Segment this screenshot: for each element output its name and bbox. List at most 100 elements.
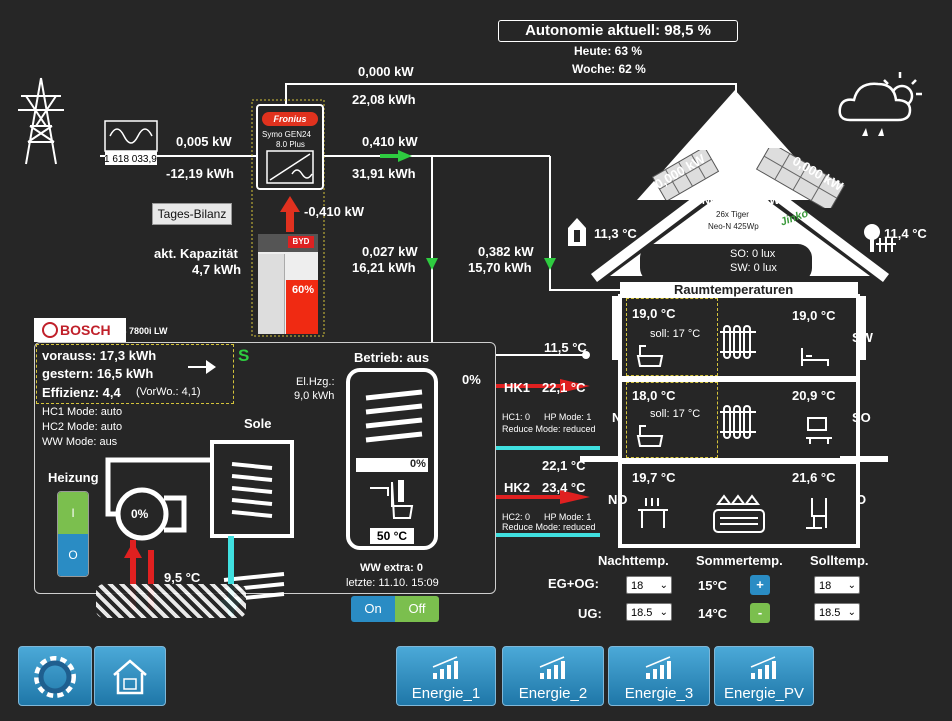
egog-soll-select[interactable]: 18⌄ <box>814 576 860 594</box>
flow-arrow-right-icon <box>398 150 412 162</box>
battery-icon: BYD 60% <box>258 234 318 334</box>
ground-rock-pattern <box>96 584 246 618</box>
summer-minus-button[interactable]: - <box>750 603 770 623</box>
rooms-title: Raumtemperaturen <box>674 282 794 297</box>
heatpump-status-letter: S <box>238 346 250 365</box>
brine-label: Sole <box>244 416 272 431</box>
heating-toggle[interactable]: I O <box>57 491 89 577</box>
ww-on-button[interactable]: On <box>351 596 395 622</box>
flow-arrow-down-icon <box>544 258 556 270</box>
bar-chart-icon <box>645 656 671 679</box>
heating-label: Heizung <box>48 470 99 485</box>
heating-toggle-on[interactable]: I <box>58 492 88 534</box>
hk2-info1: HC2: 0 <box>502 512 531 522</box>
tages-bilanz-button[interactable]: Tages-Bilanz <box>152 203 232 225</box>
ww-mode: WW Mode: aus <box>42 436 118 448</box>
energie-pv-button[interactable]: Energie_PV <box>714 646 814 706</box>
tree-fence-icon <box>864 224 896 252</box>
heatpump-stats-box <box>36 344 234 404</box>
power-tower-icon <box>18 77 64 165</box>
house-overview-button[interactable] <box>94 646 166 706</box>
ug-label: UG: <box>578 606 602 621</box>
bathtub-icon <box>636 345 664 367</box>
egog-night-select[interactable]: 18⌄ <box>626 576 672 594</box>
inverter-out-power: 0,410 kW <box>362 134 418 149</box>
settings-button[interactable] <box>18 646 92 706</box>
pv-desc1: 26x Tiger <box>716 210 749 219</box>
ww-extra-toggle[interactable]: On Off <box>351 596 439 622</box>
workshop-icon <box>638 498 668 528</box>
pv-dir-sw: SW <box>762 195 780 207</box>
egog-summer: 15°C <box>698 578 728 593</box>
ug-summer: 14°C <box>698 606 728 621</box>
house-flow-energy: 15,70 kWh <box>468 260 532 275</box>
hk1-temp: 22,1 °C <box>542 380 586 395</box>
night-label: Nachttemp. <box>598 553 669 568</box>
energie-1-button[interactable]: Energie_1 <box>396 646 496 706</box>
solar-panel-no-icon <box>651 150 720 200</box>
lux-panel <box>640 244 812 282</box>
hot-water-tank <box>346 368 438 550</box>
heatpump-efficiency: Effizienz: 4,4 <box>42 385 121 400</box>
pv-desc2: Neo-N 425Wp <box>708 222 759 231</box>
energie-3-button[interactable]: Energie_3 <box>608 646 710 706</box>
elhzg-value: 9,0 kWh <box>294 390 335 402</box>
outdoor-temp-left: 11,3 °C <box>594 226 637 241</box>
bar-chart-icon <box>432 656 458 679</box>
heatpump-flow-power: 0,027 kW <box>362 244 418 259</box>
summer-label: Sommertemp. <box>696 553 783 568</box>
bar-chart-icon <box>539 656 565 679</box>
battery-flow: -0,410 kW <box>304 204 364 219</box>
tank-coil-icon <box>365 389 423 443</box>
office-chair-icon <box>806 498 827 529</box>
tank-temp: 50 °C <box>370 528 414 544</box>
inverter-model: Symo GEN24 <box>262 130 311 139</box>
summer-plus-button[interactable]: + <box>750 575 770 595</box>
inverter-box: Fronius Symo GEN24 8.0 Plus <box>256 104 324 190</box>
radiator-icon <box>720 325 756 359</box>
weather-cloudy-rain-icon <box>838 72 922 136</box>
ww-off-button[interactable]: Off <box>395 596 439 622</box>
heatpump-model: CS 7800i LW <box>114 326 168 336</box>
autonomy-week: Woche: 62 % <box>572 62 646 76</box>
energie-2-button[interactable]: Energie_2 <box>502 646 604 706</box>
ww-extra: WW extra: 0 <box>360 562 423 574</box>
room-3-temp-b: 21,6 °C <box>792 470 836 485</box>
ug-soll-select[interactable]: 18.5⌄ <box>814 603 860 621</box>
flow-arrow-down-icon <box>426 258 438 270</box>
autonomy-current: Autonomie aktuell: 98,5 % <box>498 20 738 42</box>
battery-soc: 60% <box>292 284 315 296</box>
compressor-percent: 0% <box>131 507 149 521</box>
room-2-dir-l: N <box>612 410 622 425</box>
ug-night-select[interactable]: 18.5⌄ <box>626 603 672 621</box>
room-1-dir-l: N <box>612 330 622 345</box>
tank-percent: 0% <box>410 458 426 470</box>
arrow-right-icon <box>188 360 216 374</box>
hc1-mode: HC1 Mode: auto <box>42 406 123 418</box>
tank-level-bar <box>356 458 428 472</box>
house-flow-power: 0,382 kW <box>478 244 534 259</box>
grid-meter-icon <box>104 120 158 165</box>
bar-chart-icon <box>750 656 776 679</box>
room-1-dir-r: SW <box>852 330 873 345</box>
room-1-temp-a: 19,0 °C <box>632 306 676 321</box>
room-1-soll: soll: 17 °C <box>650 328 701 340</box>
heatpump-yesterday: gestern: 16,5 kWh <box>42 366 154 381</box>
room-2-temp-b: 20,9 °C <box>792 388 836 403</box>
energie-2-label: Energie_2 <box>518 685 588 702</box>
energie-3-label: Energie_3 <box>624 685 694 702</box>
lux-sw: SW: 0 lux <box>730 262 777 274</box>
inverter-out-energy: 31,91 kWh <box>352 166 416 181</box>
grid-power: 0,005 kW <box>176 134 232 149</box>
hk1-info2: HP Mode: 1 <box>544 412 592 422</box>
room-1-highlight <box>626 298 718 376</box>
soll-label: Solltemp. <box>810 553 869 568</box>
inverter-wave-icon <box>266 150 314 184</box>
solar-panel-sw-icon <box>755 148 846 208</box>
battery-brand: BYD <box>288 236 314 248</box>
shower-faucet-icon <box>370 480 414 519</box>
hk1-info1: HC1: 0 <box>502 412 531 422</box>
battery-capacity-value: 4,7 kWh <box>192 262 242 277</box>
heating-toggle-off[interactable]: O <box>58 534 88 576</box>
room-1-temp-b: 19,0 °C <box>792 308 836 323</box>
